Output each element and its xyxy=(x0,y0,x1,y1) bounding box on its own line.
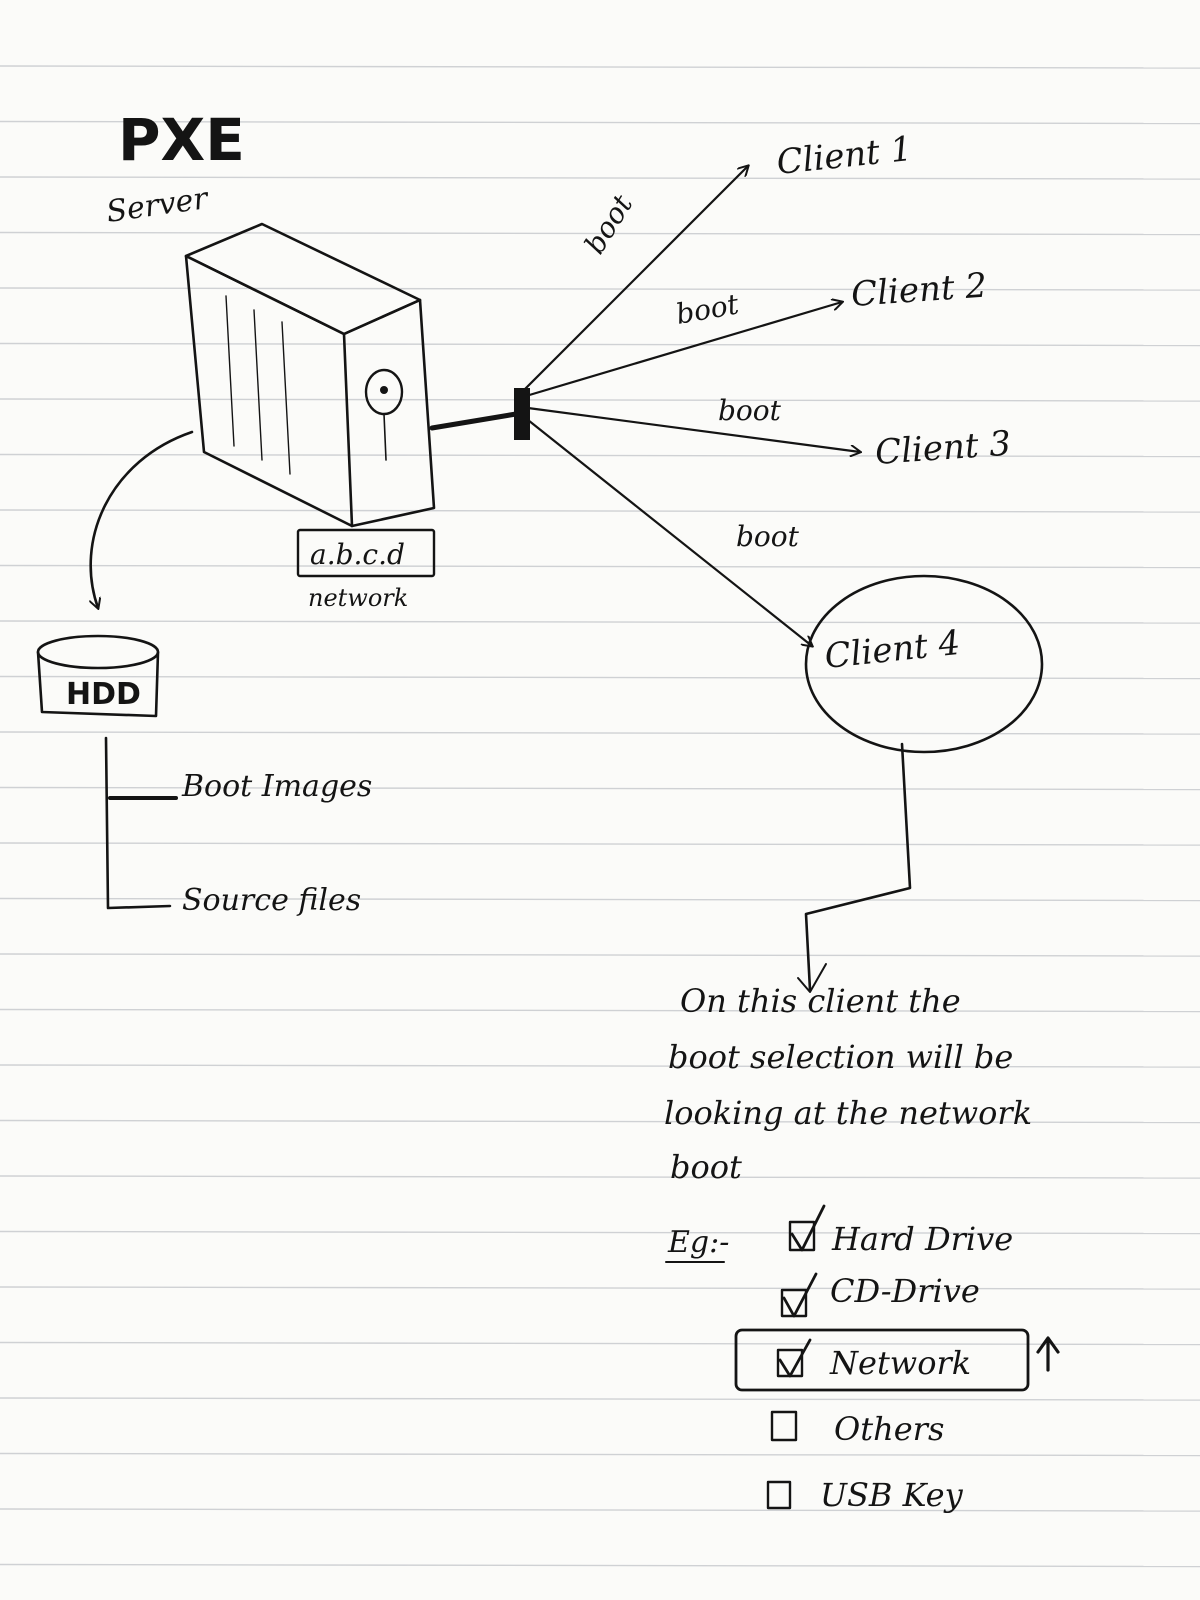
option-usb-key: USB Key xyxy=(820,1476,964,1514)
connection-client-1 xyxy=(520,166,748,394)
ruled-line xyxy=(0,897,1200,902)
ruled-line xyxy=(0,842,1200,846)
note-line-3: looking at the network xyxy=(664,1094,1032,1132)
ruled-line xyxy=(0,176,1200,180)
option-others: Others xyxy=(834,1410,944,1448)
server-to-hdd-arrow xyxy=(91,430,194,608)
up-arrow-icon xyxy=(1036,1336,1060,1372)
edge-label-boot-4: boot xyxy=(736,520,800,553)
check-icon xyxy=(782,1272,818,1318)
ruled-line xyxy=(0,1563,1200,1568)
checkbox-usb-key xyxy=(766,1480,792,1510)
boot-options-example: Eg:- Hard Drive CD-Drive Network Others … xyxy=(665,1204,1060,1514)
client-2-label: Client 2 xyxy=(850,266,988,315)
hdd-tree-line xyxy=(104,736,172,910)
note-line-1: On this client the xyxy=(680,982,961,1020)
ruled-line xyxy=(0,1064,1200,1068)
edge-label-boot-3: boot xyxy=(718,394,782,427)
hdd-item-boot-images: Boot Images xyxy=(181,769,372,804)
edge-label-boot-2: boot xyxy=(673,287,741,331)
network-highlight-box xyxy=(734,1328,1030,1392)
ruled-line xyxy=(0,620,1200,624)
server-title: PXE xyxy=(118,106,245,174)
ruled-line xyxy=(0,1341,1200,1346)
server-subtitle: Server xyxy=(104,181,211,230)
option-hard-drive: Hard Drive xyxy=(831,1220,1013,1258)
network-address-box xyxy=(296,528,436,578)
hdd-label: HDD xyxy=(66,677,141,712)
checkbox-others xyxy=(770,1410,798,1442)
ruled-line xyxy=(0,509,1200,513)
ruled-line xyxy=(0,287,1200,291)
hdd-cylinder-icon xyxy=(36,634,160,718)
hdd-storage: HDD Boot Images Source files xyxy=(36,430,372,918)
ruled-line xyxy=(0,1508,1200,1512)
check-icon xyxy=(790,1204,826,1252)
client-4-to-note-line xyxy=(804,742,912,992)
ruled-line xyxy=(0,731,1200,735)
option-network: Network xyxy=(829,1344,971,1382)
connection-client-2 xyxy=(524,302,842,398)
ruled-line xyxy=(0,65,1200,69)
server-cable xyxy=(429,411,519,431)
note-line-4: boot xyxy=(670,1148,742,1186)
ruled-line xyxy=(0,675,1200,680)
edge-label-boot-1: boot xyxy=(578,188,640,259)
client-3-label: Client 3 xyxy=(874,424,1012,473)
client-4-label: Client 4 xyxy=(823,623,962,677)
connection-client-3 xyxy=(526,406,860,452)
ruled-line xyxy=(0,1175,1200,1179)
network-label: network xyxy=(308,584,408,612)
boot-note: On this client the boot selection will b… xyxy=(664,742,1032,1186)
ruled-line xyxy=(0,1452,1200,1457)
pxe-server: PXE Server a.b.c.d network xyxy=(104,106,530,612)
ruled-line xyxy=(0,1008,1200,1013)
client-1-label: Client 1 xyxy=(775,129,914,183)
ruled-line xyxy=(0,1286,1200,1290)
ruled-line xyxy=(0,953,1200,957)
ruled-line xyxy=(0,120,1200,125)
connection-client-4 xyxy=(526,418,812,646)
ruled-line xyxy=(0,398,1200,402)
ruled-line xyxy=(0,564,1200,569)
ruled-lines xyxy=(0,65,1200,1568)
note-line-2: boot selection will be xyxy=(668,1038,1013,1076)
hdd-item-source-files: Source files xyxy=(182,883,361,918)
ruled-line xyxy=(0,1230,1200,1235)
example-prefix: Eg:- xyxy=(667,1225,729,1260)
ruled-line xyxy=(0,342,1200,347)
ruled-line xyxy=(0,1119,1200,1124)
ruled-line xyxy=(0,453,1200,458)
ruled-line xyxy=(0,786,1200,791)
client-connections: boot boot boot boot Client 1 Client 2 Cl… xyxy=(520,129,1044,754)
option-cd-drive: CD-Drive xyxy=(830,1272,980,1310)
client-4-circle xyxy=(804,574,1044,754)
check-icon xyxy=(778,1338,812,1378)
ruled-line xyxy=(0,1397,1200,1401)
network-address: a.b.c.d xyxy=(310,538,405,571)
server-tower-icon xyxy=(184,222,436,528)
network-switch xyxy=(514,388,530,440)
ruled-line xyxy=(0,231,1200,236)
